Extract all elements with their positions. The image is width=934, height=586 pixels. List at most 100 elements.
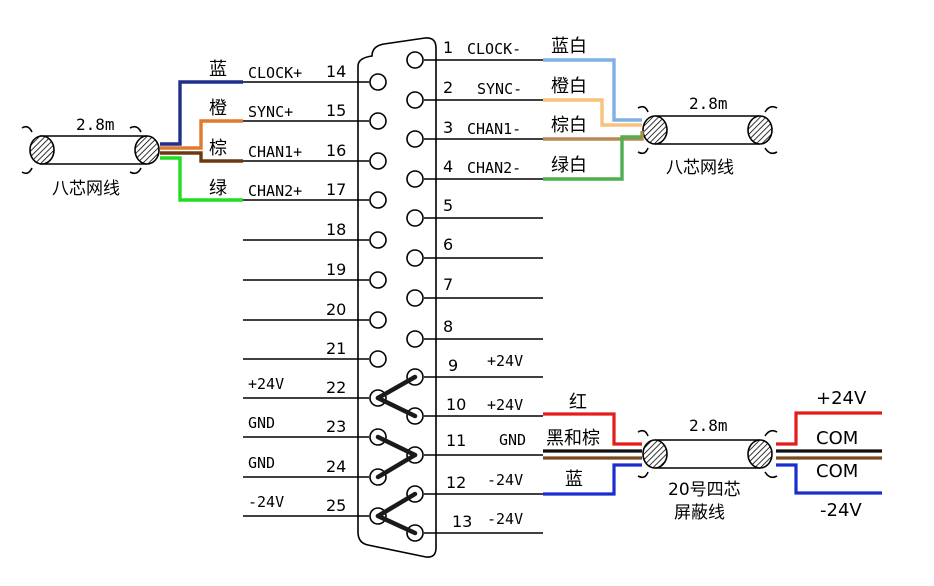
output-label-com: COM bbox=[816, 461, 858, 482]
wire-orange bbox=[160, 119, 243, 150]
pin-number: 20 bbox=[326, 300, 346, 319]
wire-color-label: 棕白 bbox=[551, 115, 587, 136]
wire-color-label: 橙白 bbox=[551, 76, 587, 97]
pin-signal-label: GND bbox=[248, 454, 275, 472]
pin-16: 16 CHAN1+ bbox=[243, 141, 387, 170]
wire-color-label: 蓝 bbox=[565, 469, 583, 490]
wire-blue-white bbox=[543, 58, 642, 122]
pin-number: 13 bbox=[452, 512, 472, 531]
pin-14: 14 CLOCK+ bbox=[243, 62, 387, 91]
wire-orange-white bbox=[543, 98, 642, 127]
left-pins: 14 CLOCK+ 15 SYNC+ 16 CHAN1+ 17 CHAN2+ 1… bbox=[243, 62, 387, 525]
pin-number: 4 bbox=[443, 157, 453, 176]
pin-3: 3 CHAN1- bbox=[406, 118, 543, 148]
pin-2: 2 SYNC- bbox=[406, 78, 543, 109]
pin-number: 7 bbox=[443, 275, 453, 294]
pin-25: 25 -24V bbox=[243, 493, 387, 525]
jumper-23-11 bbox=[375, 434, 418, 458]
left-wires: 蓝 橙 棕 绿 bbox=[160, 59, 243, 202]
cable-end-left bbox=[29, 135, 55, 165]
pin-17: 17 CHAN2+ bbox=[243, 180, 387, 209]
wire-color-label: 橙 bbox=[209, 98, 227, 119]
cable-length: 2.8m bbox=[76, 115, 115, 134]
right-network-cable: 2.8m 八芯网线 bbox=[637, 94, 778, 178]
pin-number: 15 bbox=[326, 101, 346, 120]
pin-signal-label: GND bbox=[248, 414, 275, 432]
pin-number: 12 bbox=[446, 473, 466, 492]
pin-20: 20 bbox=[243, 300, 387, 329]
cable-length: 2.8m bbox=[689, 416, 728, 435]
right-pins: 1 CLOCK- 2 SYNC- 3 CHAN1- 4 CHAN2- 5 bbox=[406, 38, 543, 542]
wire-brown-white bbox=[543, 131, 644, 141]
pin-21: 21 bbox=[243, 339, 387, 368]
left-network-cable: 2.8m 八芯网线 bbox=[21, 115, 160, 199]
pin-number: 8 bbox=[443, 317, 453, 336]
cable-end-right bbox=[747, 439, 773, 469]
pin-signal-label: CLOCK- bbox=[467, 40, 521, 58]
pin-9: 9 +24V bbox=[406, 352, 543, 386]
wire-green bbox=[160, 156, 243, 202]
pin-signal-label: CLOCK+ bbox=[248, 64, 302, 82]
cable-end-right bbox=[747, 115, 773, 145]
wire-color-label: 蓝白 bbox=[551, 36, 587, 57]
pin-signal-label: +24V bbox=[487, 396, 523, 414]
pin-18: 18 bbox=[243, 220, 387, 249]
wire-color-label: 棕 bbox=[209, 138, 227, 159]
jumper-24-11 bbox=[375, 452, 418, 480]
pin-signal-label: GND bbox=[499, 431, 526, 449]
wire-color-label: 红 bbox=[569, 392, 587, 413]
pin-number: 14 bbox=[326, 62, 346, 81]
output-label-com: COM bbox=[816, 428, 858, 449]
pin-19: 19 bbox=[243, 260, 387, 289]
pin-number: 5 bbox=[443, 196, 453, 215]
pin-13: 13 -24V bbox=[406, 510, 543, 542]
right-wires: 蓝白 橙白 棕白 绿白 bbox=[543, 36, 644, 181]
output-wire-blue bbox=[776, 463, 882, 495]
pin-10: 10 +24V bbox=[406, 395, 543, 425]
pin-24: 24 GND bbox=[243, 454, 387, 486]
pin-signal-label: CHAN2- bbox=[467, 159, 521, 177]
pin-15: 15 SYNC+ bbox=[243, 101, 387, 130]
power-wires-out: +24V COM COM -24V bbox=[776, 388, 882, 521]
pin-number: 1 bbox=[443, 38, 453, 57]
pin-signal-label: +24V bbox=[248, 375, 284, 393]
cable-end-left bbox=[642, 439, 668, 469]
db25-connector-shell bbox=[357, 37, 437, 558]
wire-blue bbox=[543, 463, 642, 496]
pin-4: 4 CHAN2- bbox=[406, 157, 543, 188]
wire-blue bbox=[160, 80, 243, 146]
pin-number: 19 bbox=[326, 260, 346, 279]
pin-number: 24 bbox=[326, 457, 346, 476]
pin-signal-label: CHAN1- bbox=[467, 120, 521, 138]
pin-signal-label: -24V bbox=[248, 493, 284, 511]
jumper-25-13 bbox=[375, 513, 418, 536]
wire-green-white bbox=[543, 135, 642, 181]
pin-number: 6 bbox=[443, 235, 453, 254]
pin-number: 2 bbox=[443, 78, 453, 97]
pin-number: 21 bbox=[326, 339, 346, 358]
jumper-22-10 bbox=[375, 395, 418, 419]
wire-red bbox=[543, 412, 642, 446]
jumper-links bbox=[375, 374, 418, 536]
cable-type-line1: 20号四芯 bbox=[668, 480, 741, 500]
jumper-22-9 bbox=[375, 374, 418, 401]
pin-5: 5 bbox=[406, 196, 543, 227]
pin-12: 12 -24V bbox=[406, 471, 543, 503]
pin-number: 18 bbox=[326, 220, 346, 239]
pin-signal-label: -24V bbox=[487, 510, 523, 528]
pin-8: 8 bbox=[406, 317, 543, 348]
pin-signal-label: SYNC+ bbox=[248, 103, 293, 121]
cable-end-left bbox=[642, 115, 668, 145]
wire-color-label: 黑和棕 bbox=[546, 428, 600, 449]
cable-type: 八芯网线 bbox=[52, 179, 120, 199]
pin-number: 16 bbox=[326, 141, 346, 160]
pin-number: 25 bbox=[326, 496, 346, 515]
pin-number: 23 bbox=[326, 417, 346, 436]
cable-type: 八芯网线 bbox=[666, 158, 734, 178]
wire-brown bbox=[160, 151, 243, 163]
output-label-minus24v: -24V bbox=[820, 500, 862, 521]
pin-22: 22 +24V bbox=[243, 375, 387, 407]
pin-number: 11 bbox=[446, 431, 466, 450]
pin-signal-label: CHAN2+ bbox=[248, 182, 302, 200]
